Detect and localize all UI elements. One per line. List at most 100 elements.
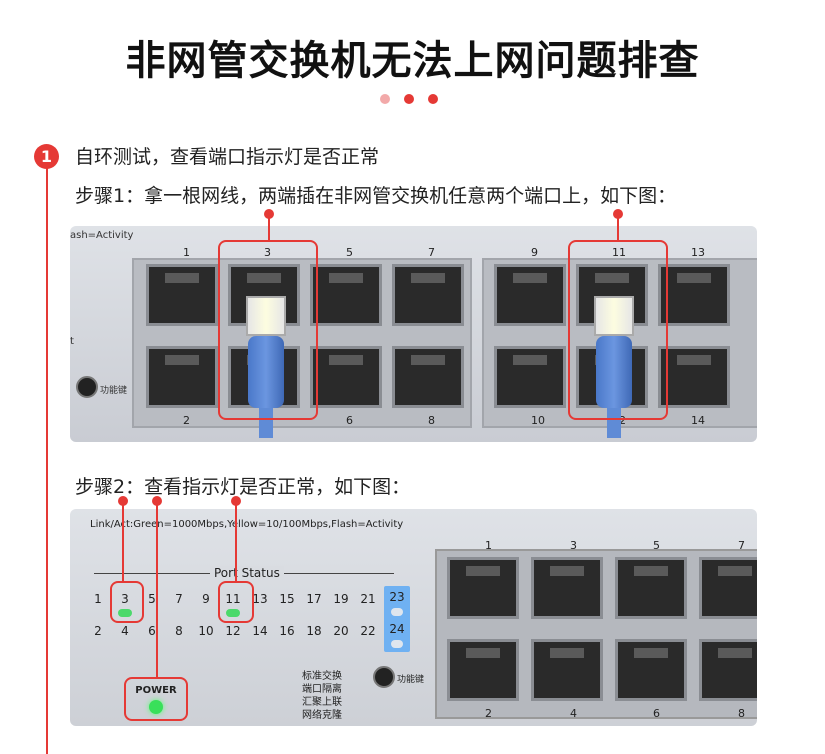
switch-photo-loopback: ash=Activity t 功能键 1 3 5 7 9 11 13 2 4 6… [70, 226, 757, 442]
timeline-line [46, 168, 48, 754]
ethernet-port [699, 557, 757, 619]
ethernet-port [447, 557, 519, 619]
port-number: 9 [531, 246, 538, 259]
port-number: 8 [738, 707, 745, 720]
step1-text: 步骤1：拿一根网线，两端插在非网管交换机任意两个端口上，如下图： [75, 185, 677, 207]
ethernet-port [615, 557, 687, 619]
pin-line [617, 214, 619, 240]
panel1-func-label: 功能键 [100, 386, 128, 396]
led-number: 22 [360, 624, 376, 638]
decorative-dots [380, 94, 438, 104]
ethernet-port [531, 557, 603, 619]
highlight-box-port3 [218, 240, 318, 420]
led-number: 21 [360, 592, 376, 606]
ethernet-port [392, 346, 464, 408]
section-heading: 自环测试，查看端口指示灯是否正常 [75, 146, 380, 168]
led-number: 17 [306, 592, 322, 606]
led-port11-green [226, 609, 240, 617]
led-number: 16 [279, 624, 295, 638]
port-number: 4 [570, 707, 577, 720]
port-number: 13 [691, 246, 705, 259]
ethernet-port [699, 639, 757, 701]
highlight-box-port11 [568, 240, 668, 420]
panel2-func-label: 功能键 [397, 675, 425, 685]
mode-label: 网络克隆 [302, 710, 342, 721]
port-number: 1 [485, 539, 492, 552]
sfp-number: 23 [389, 590, 405, 604]
led-number: 6 [148, 624, 156, 638]
led-number: 19 [333, 592, 349, 606]
function-button-icon [373, 666, 395, 688]
power-label: POWER [135, 685, 177, 696]
led-number: 8 [175, 624, 183, 638]
sfp-status-box: 23 24 [384, 586, 410, 652]
led-number: 10 [198, 624, 214, 638]
function-button-icon [76, 376, 98, 398]
ethernet-port [531, 639, 603, 701]
page-title: 非网管交换机无法上网问题排查 [125, 38, 700, 84]
pin-line [122, 501, 124, 581]
led-number: 13 [252, 592, 268, 606]
highlight-box-power [124, 677, 188, 721]
port-number: 5 [653, 539, 660, 552]
mode-label: 标准交换 [302, 671, 342, 682]
led-number: 2 [94, 624, 102, 638]
ethernet-port [146, 264, 218, 326]
port-number: 2 [183, 414, 190, 427]
port-number: 5 [346, 246, 353, 259]
ethernet-port [494, 264, 566, 326]
panel1-side-text: t [70, 336, 74, 347]
port-number: 1 [183, 246, 190, 259]
led-number: 18 [306, 624, 322, 638]
led-number: 14 [252, 624, 268, 638]
port-status-label: Port Status [210, 566, 284, 580]
switch-photo-leds: Link/Act:Green=1000Mbps,Yellow=10/100Mbp… [70, 509, 757, 726]
port-number: 11 [612, 246, 626, 259]
sfp-led [391, 640, 403, 648]
sfp-number: 24 [389, 622, 405, 636]
highlight-box-led11 [218, 581, 254, 623]
step-number-badge: 1 [34, 144, 59, 169]
network-cable-icon [246, 296, 286, 438]
led-number: 9 [202, 592, 210, 606]
port-number: 6 [346, 414, 353, 427]
led-number: 3 [121, 592, 129, 606]
port-number: 3 [264, 246, 271, 259]
ethernet-port [658, 346, 730, 408]
network-cable-icon [594, 296, 634, 438]
port-number: 3 [570, 539, 577, 552]
step2-text: 步骤2：查看指示灯是否正常，如下图： [75, 476, 411, 498]
led-number: 15 [279, 592, 295, 606]
panel1-label: ash=Activity [70, 230, 134, 241]
power-led [149, 700, 163, 714]
sfp-led [391, 608, 403, 616]
port-number: 7 [738, 539, 745, 552]
led-legend: Link/Act:Green=1000Mbps,Yellow=10/100Mbp… [90, 519, 404, 530]
ethernet-port [310, 346, 382, 408]
led-number: 4 [121, 624, 129, 638]
port-number: 6 [653, 707, 660, 720]
power-indicator: POWER [126, 677, 186, 717]
ethernet-port [392, 264, 464, 326]
ethernet-port [310, 264, 382, 326]
led-number: 12 [225, 624, 241, 638]
led-port3-green [118, 609, 132, 617]
led-number: 7 [175, 592, 183, 606]
mode-label: 汇聚上联 [302, 697, 342, 708]
pin-line [235, 501, 237, 581]
ethernet-port [658, 264, 730, 326]
ethernet-port [494, 346, 566, 408]
led-number: 5 [148, 592, 156, 606]
ethernet-port [615, 639, 687, 701]
led-number: 1 [94, 592, 102, 606]
pin-line [268, 214, 270, 240]
mode-label: 端口隔离 [302, 684, 342, 695]
port-number: 14 [691, 414, 705, 427]
port-number: 2 [485, 707, 492, 720]
led-number: 11 [225, 592, 241, 606]
led-number: 20 [333, 624, 349, 638]
port-number: 8 [428, 414, 435, 427]
ethernet-port [447, 639, 519, 701]
pin-line [156, 501, 158, 677]
port-number: 10 [531, 414, 545, 427]
